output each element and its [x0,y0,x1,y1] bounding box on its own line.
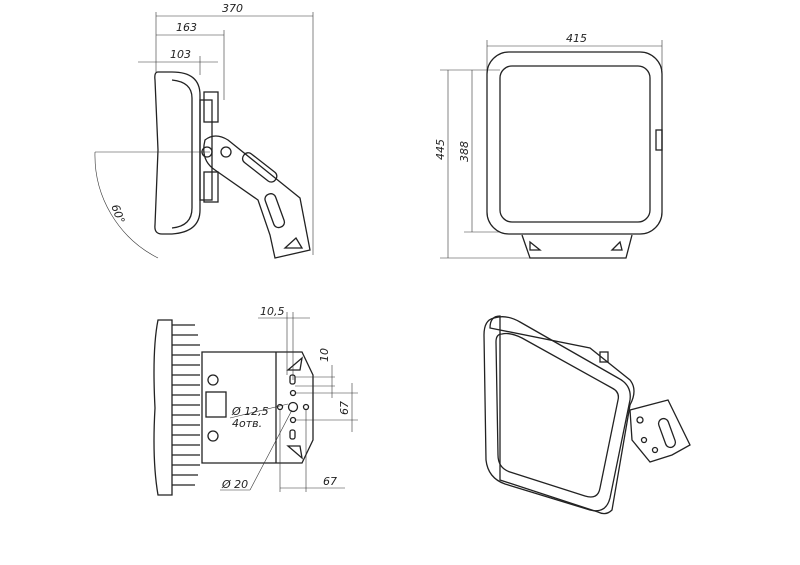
side-view: 370 163 103 60° [94,2,314,259]
luminaire-frame-front [486,51,663,235]
dim-10-5: 10,5 [260,305,285,318]
dim-10: 10 [318,348,331,362]
heatsink-base [153,319,173,496]
hole-diameter-12-5: Ø 12,5 [231,405,269,418]
dim-388: 388 [458,141,471,162]
hole-count: 4отв. [232,417,262,430]
bottom-view: 10,5 10 67 Ø 12,5 4отв. Ø 20 67 [153,305,358,496]
dim-103: 103 [170,48,191,61]
dim-67-vertical: 67 [338,401,351,415]
mounting-plate-bottom [201,351,314,464]
mounting-bracket-iso [629,399,691,463]
dim-163: 163 [176,21,197,34]
dim-445: 445 [434,139,447,160]
luminaire-body-side [154,71,201,235]
front-view: 415 445 388 [434,32,663,259]
angle-60: 60° [108,203,127,226]
hole-diameter-20: Ø 20 [221,478,248,491]
isometric-view [483,315,691,515]
luminaire-frame-iso [483,316,631,512]
dim-67-horizontal: 67 [323,475,337,488]
dim-370: 370 [222,2,243,15]
dim-415: 415 [566,32,587,45]
mounting-bracket-side [203,135,311,259]
